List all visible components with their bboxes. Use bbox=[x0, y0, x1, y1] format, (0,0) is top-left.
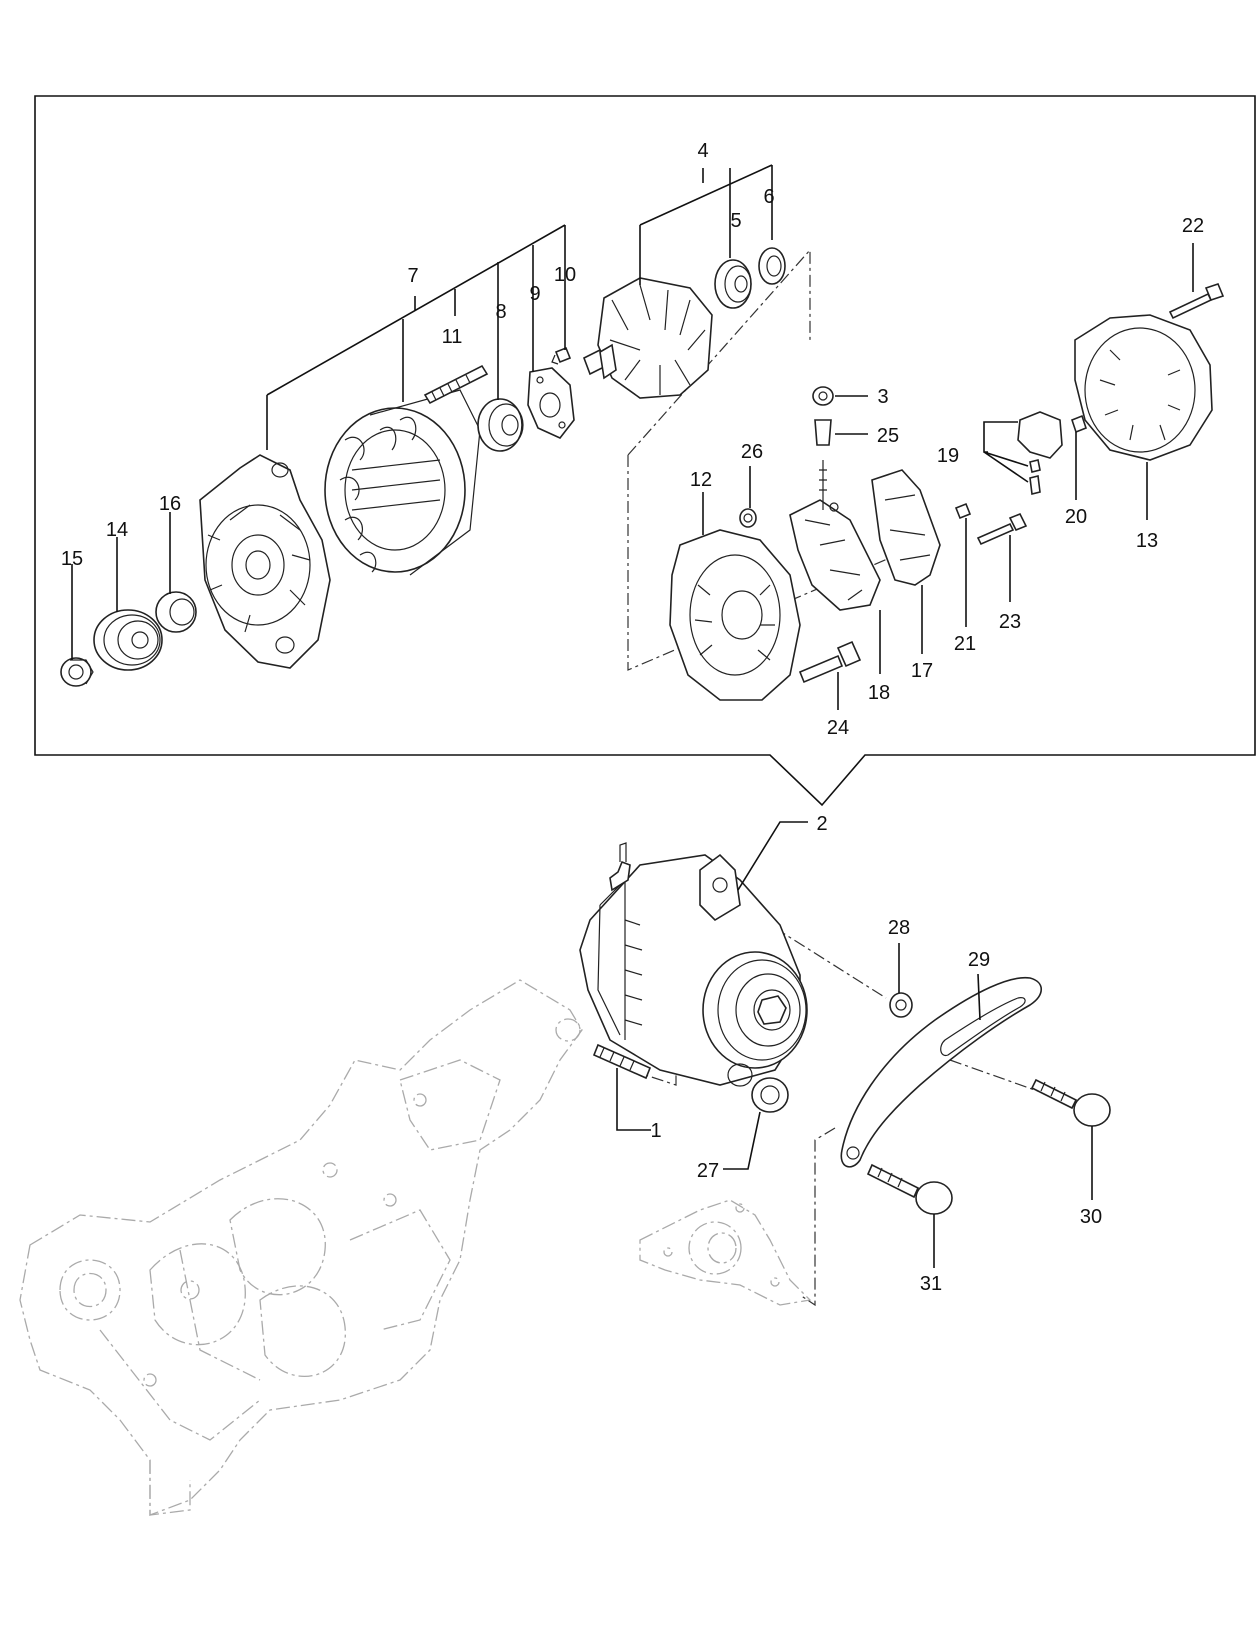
callout-22: 22 bbox=[1182, 215, 1204, 237]
callout-21: 21 bbox=[954, 633, 976, 655]
leader-1 bbox=[616, 1068, 651, 1131]
alternator-assembly-part bbox=[579, 842, 808, 1087]
callout-12: 12 bbox=[690, 469, 712, 491]
callout-14: 14 bbox=[106, 519, 128, 541]
callout-11: 11 bbox=[442, 326, 463, 348]
callout-6: 6 bbox=[763, 186, 774, 208]
callout-16: 16 bbox=[159, 493, 181, 515]
leader-group-7 bbox=[266, 224, 566, 450]
callout-8: 8 bbox=[495, 301, 506, 323]
mounting-nut-part bbox=[751, 1077, 789, 1113]
callout-18: 18 bbox=[868, 682, 890, 704]
callout-20: 20 bbox=[1065, 506, 1087, 528]
bearing-ring-part bbox=[758, 247, 786, 285]
stud-bolt-part bbox=[423, 364, 489, 405]
through-bolt-upper-part bbox=[976, 512, 1028, 546]
pulley-nut-part bbox=[60, 657, 94, 687]
pulley-part bbox=[93, 609, 163, 671]
callout-24: 24 bbox=[827, 717, 849, 739]
bracket-bolt-upper-part bbox=[1030, 1078, 1111, 1127]
callout-3: 3 bbox=[877, 386, 888, 408]
terminal-nut-part bbox=[812, 386, 834, 406]
bracket-bolt-lower-part bbox=[866, 1163, 953, 1215]
drive-end-frame-part bbox=[199, 454, 331, 669]
bearing-retainer-plate-part bbox=[527, 367, 575, 439]
callout-29: 29 bbox=[968, 949, 990, 971]
mounting-stud-part bbox=[592, 1043, 652, 1080]
callout-28: 28 bbox=[888, 917, 910, 939]
adjusting-bracket-part bbox=[840, 976, 1043, 1168]
callout-31: 31 bbox=[920, 1273, 942, 1295]
stator-part bbox=[324, 389, 481, 576]
leader-27 bbox=[723, 1111, 761, 1170]
callout-19: 19 bbox=[937, 445, 959, 467]
callout-10: 10 bbox=[554, 264, 576, 286]
water-pump-ghost bbox=[639, 1199, 812, 1306]
engine-block-ghost bbox=[19, 979, 583, 1516]
mounting-line-bushing bbox=[774, 927, 887, 999]
callout-5: 5 bbox=[730, 210, 741, 232]
leader-19 bbox=[983, 421, 1029, 483]
callout-1: 1 bbox=[650, 1120, 661, 1142]
rectifier-part bbox=[789, 499, 881, 611]
exploded-view-frame bbox=[34, 95, 1256, 807]
callout-15: 15 bbox=[61, 548, 83, 570]
callout-17: 17 bbox=[911, 660, 933, 682]
rectifier-end-frame-part bbox=[669, 529, 801, 701]
callout-30: 30 bbox=[1080, 1206, 1102, 1228]
adjust-bushing-part bbox=[889, 992, 913, 1018]
regulator-cover-screw-part bbox=[1071, 414, 1087, 434]
retainer-screw-part bbox=[551, 346, 572, 365]
callout-27: 27 bbox=[697, 1160, 719, 1182]
terminal-insulator-part bbox=[814, 419, 832, 510]
leader-29 bbox=[977, 973, 981, 1021]
callout-23: 23 bbox=[999, 611, 1021, 633]
callout-13: 13 bbox=[1136, 530, 1158, 552]
mounting-line-bracket bbox=[799, 1127, 836, 1307]
rotor-part bbox=[582, 277, 713, 399]
callout-25: 25 bbox=[877, 425, 899, 447]
rear-bearing-part bbox=[714, 259, 752, 309]
regulator-screw-part bbox=[954, 502, 972, 520]
front-bearing-part bbox=[477, 398, 524, 452]
bushing-part bbox=[739, 508, 757, 528]
through-bolt-lower-part bbox=[798, 640, 862, 684]
callout-9: 9 bbox=[529, 283, 540, 305]
callout-26: 26 bbox=[741, 441, 763, 463]
spacer-part bbox=[155, 591, 197, 633]
callout-4: 4 bbox=[697, 140, 708, 162]
callout-7: 7 bbox=[407, 265, 418, 287]
rear-cover-part bbox=[1074, 314, 1213, 461]
rotor-assembly-outline bbox=[627, 248, 921, 671]
voltage-regulator-part bbox=[1017, 411, 1063, 495]
callout-2: 2 bbox=[816, 813, 827, 835]
leader-group-4 bbox=[639, 164, 773, 285]
brush-holder-part bbox=[871, 469, 941, 586]
rear-cover-bolt-part bbox=[1168, 283, 1225, 320]
leader-2 bbox=[737, 821, 808, 891]
